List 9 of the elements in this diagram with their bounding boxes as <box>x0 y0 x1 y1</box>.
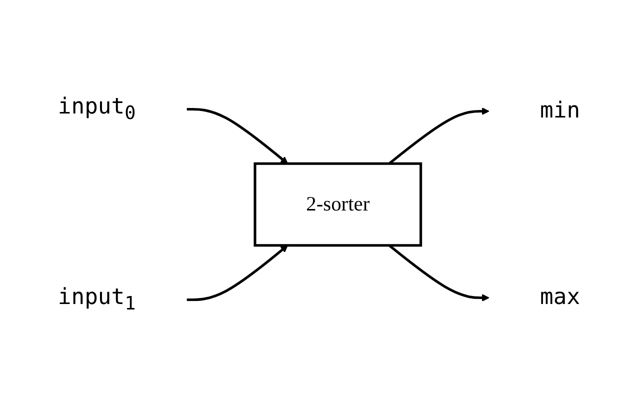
arrow <box>388 107 490 165</box>
arrow <box>388 244 490 302</box>
arrow <box>186 245 288 302</box>
node-box: 2-sorter <box>254 162 422 247</box>
arrow <box>186 108 288 164</box>
node-text: input$_{0}$ <box>58 94 136 124</box>
node-text: input$_{1}$ <box>58 284 136 315</box>
node-text: max <box>540 284 580 310</box>
node-text: min <box>540 98 580 124</box>
